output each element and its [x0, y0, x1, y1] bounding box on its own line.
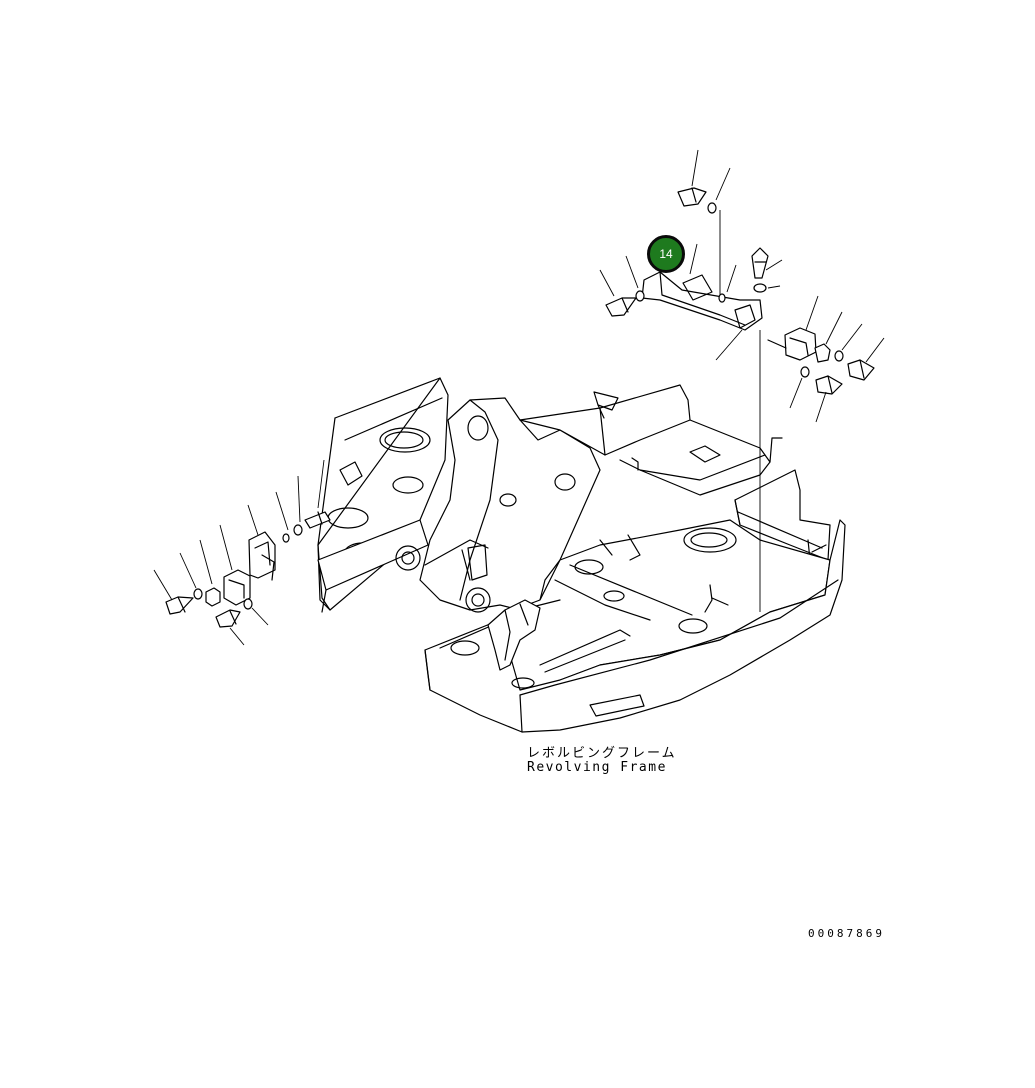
frame-label-japanese: レボルビングフレーム	[527, 746, 677, 761]
upper-leader-lines	[599, 149, 783, 361]
right-bracket-assembly	[767, 327, 875, 395]
right-leader-lines	[789, 295, 885, 423]
callout-number: 14	[659, 247, 673, 261]
upper-bracket-assembly	[605, 187, 769, 612]
frame-label-english: Revolving Frame	[527, 760, 667, 775]
left-leader-lines	[153, 459, 325, 646]
revolving-frame-drawing	[317, 377, 846, 733]
part-callout-14[interactable]: 14	[647, 235, 685, 273]
left-bracket-assembly	[165, 511, 331, 628]
drawing-number: 00087869	[808, 927, 885, 940]
